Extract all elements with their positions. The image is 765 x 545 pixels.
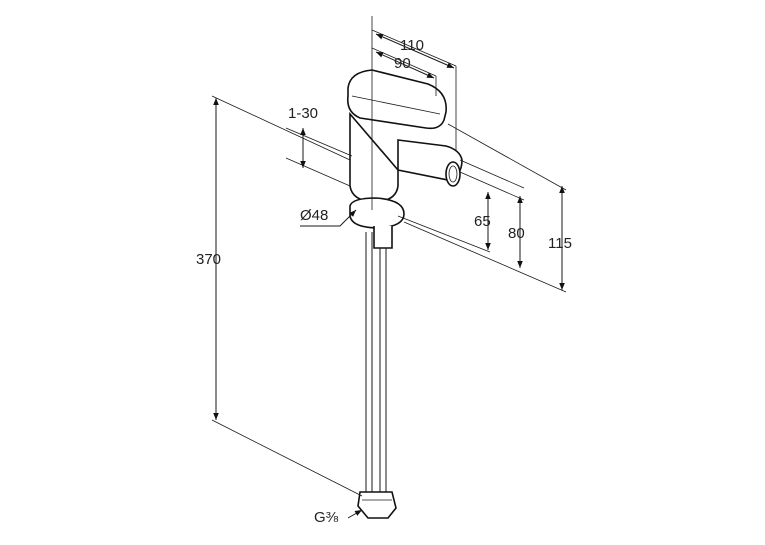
dim-80-label: 80 — [508, 225, 525, 242]
dim-115-label: 115 — [548, 235, 572, 252]
faucet-body — [346, 69, 463, 519]
bottom-connector — [357, 491, 397, 519]
dim-110-label: 110 — [400, 37, 424, 54]
dim-thread-label: G⅜ — [314, 509, 339, 526]
base-plate — [349, 197, 405, 229]
dim-diameter-48-label: Ø48 — [300, 207, 328, 224]
dim-370-label: 370 — [196, 251, 221, 268]
spout-aerator — [445, 161, 461, 187]
lever-handle — [346, 69, 447, 130]
dimension-lines — [211, 16, 567, 519]
dim-90-label: 90 — [394, 55, 411, 72]
dim-1-30-label: 1-30 — [288, 105, 318, 122]
body-cylinder — [349, 111, 463, 203]
dim-65-label: 65 — [474, 213, 491, 230]
mount-nut — [373, 226, 393, 249]
